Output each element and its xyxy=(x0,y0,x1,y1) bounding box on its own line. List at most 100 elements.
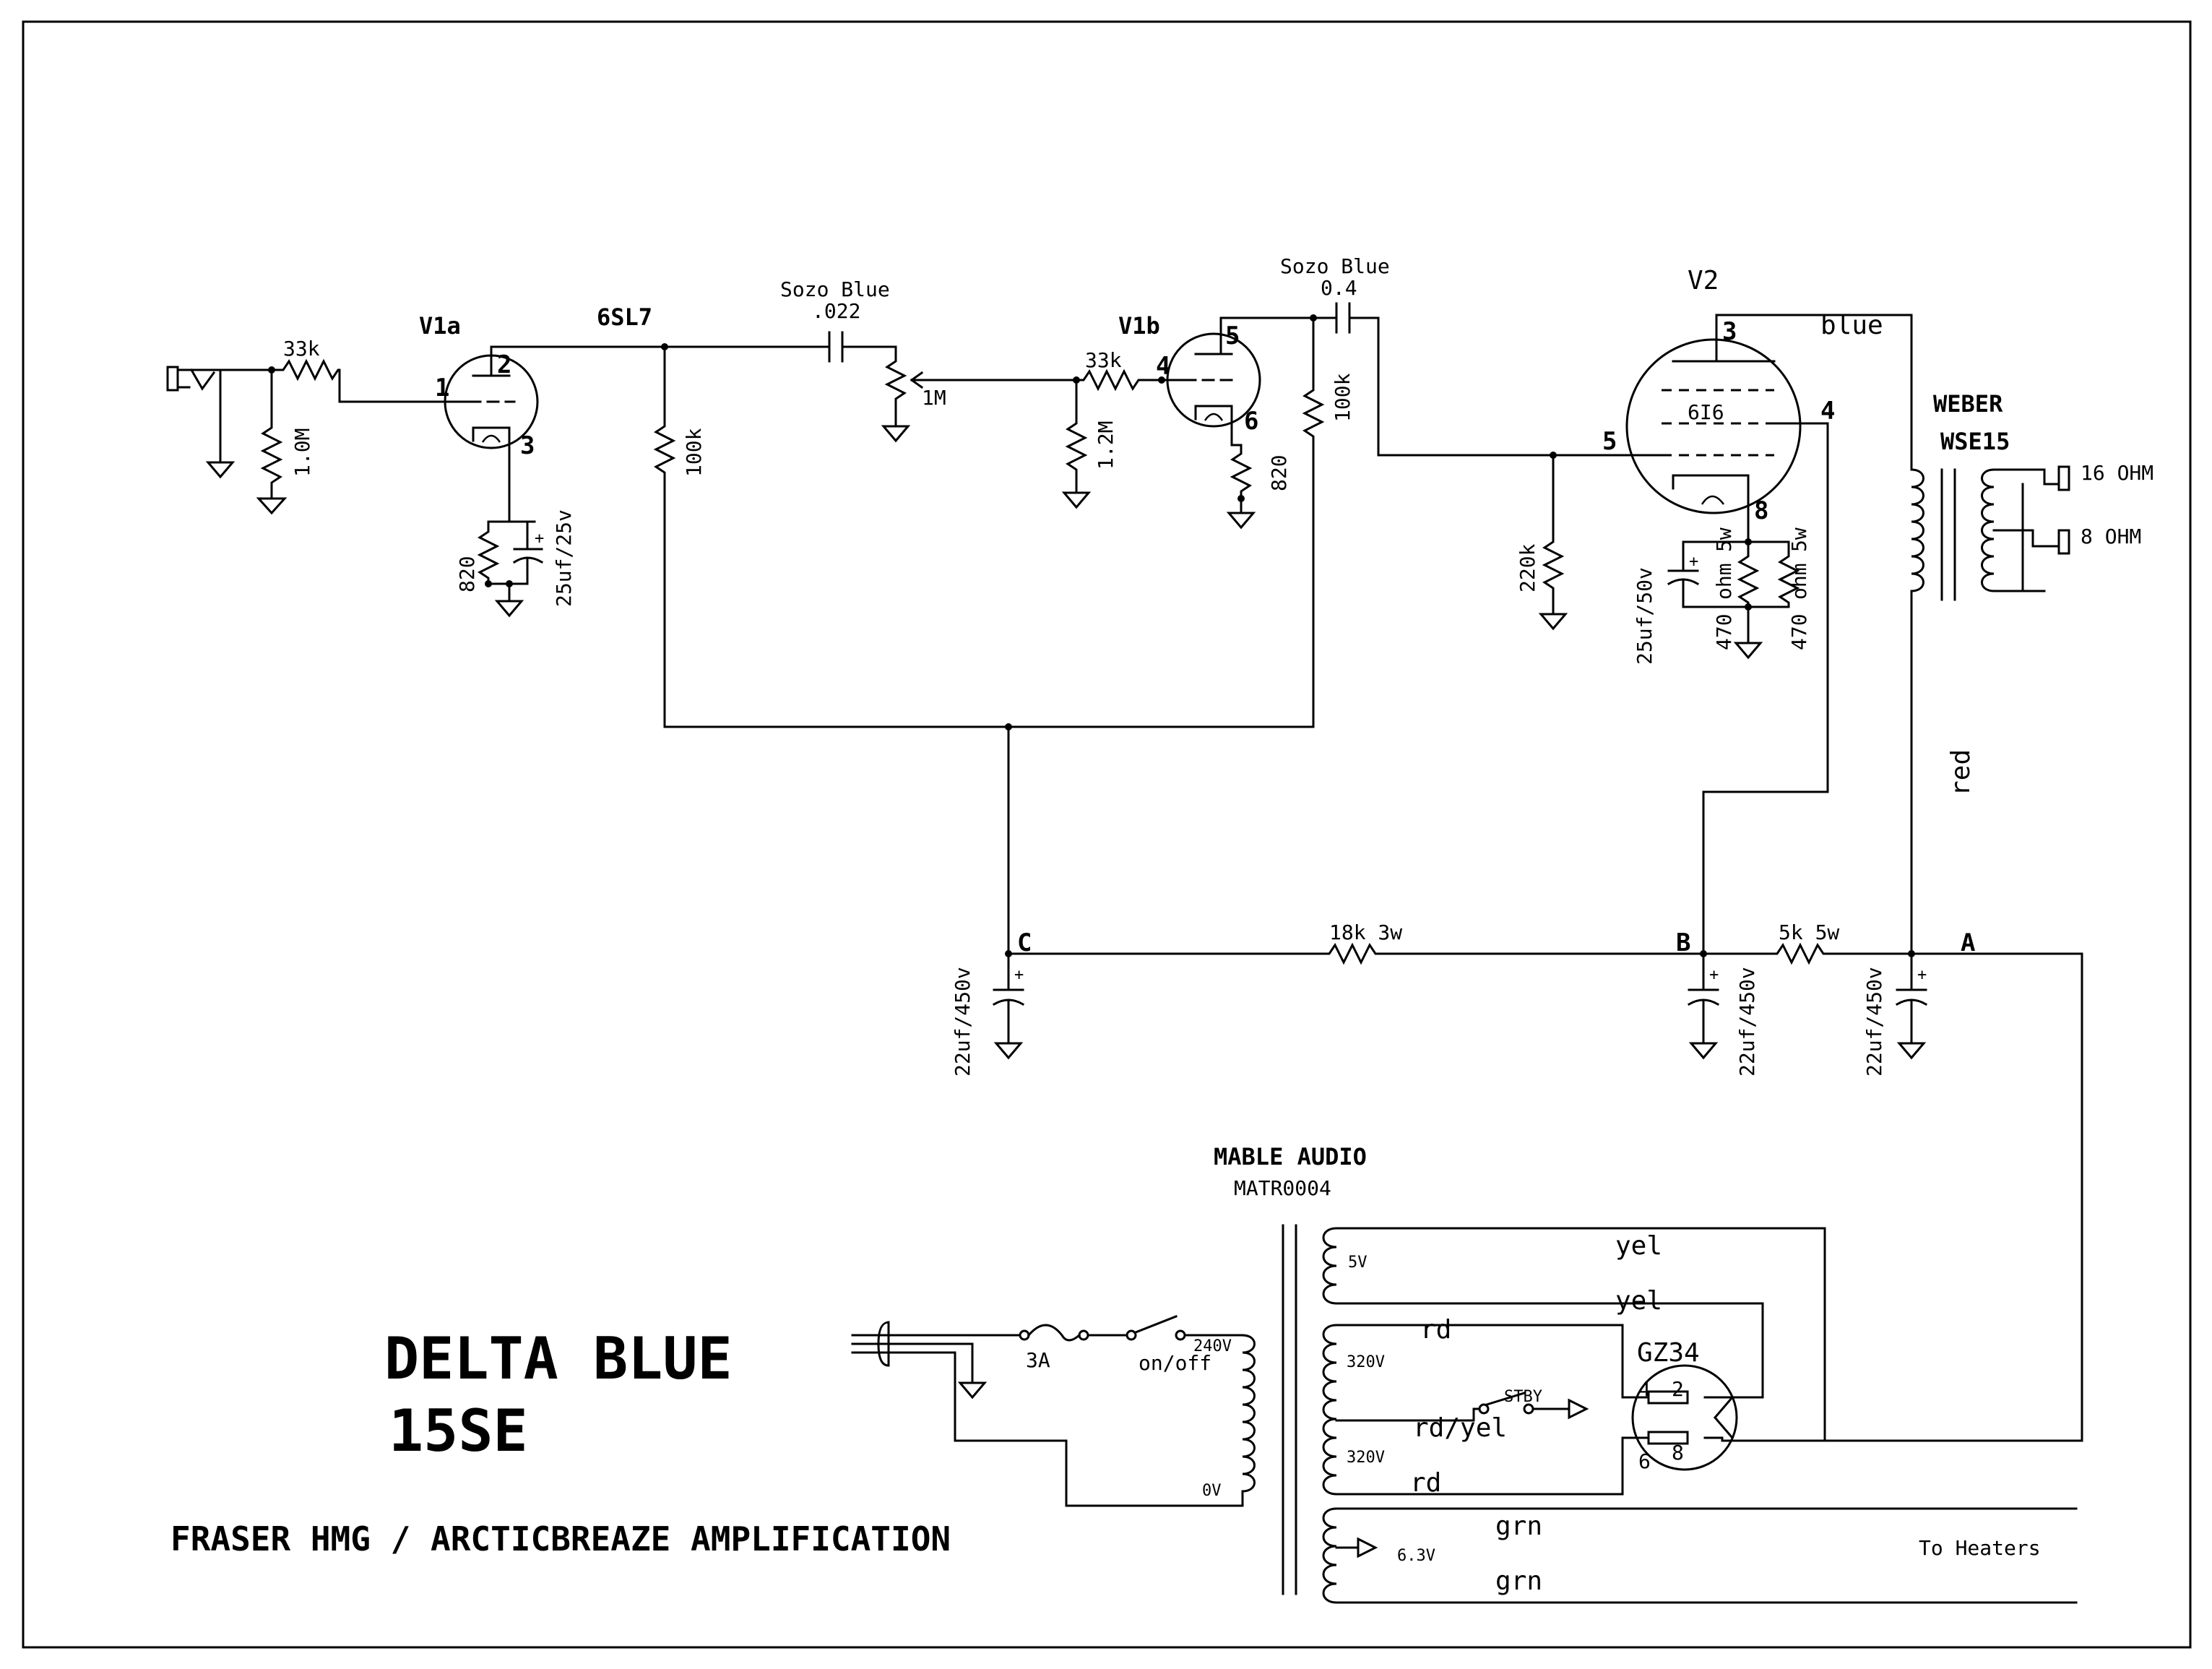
r-v2-a-watt: 5w xyxy=(1712,527,1736,552)
r-v2-a-value: 470 xyxy=(1712,613,1736,650)
switch-label: on/off xyxy=(1139,1351,1211,1375)
c1-brand-label: Sozo Blue xyxy=(780,277,890,301)
r-v1a-plate-label: 100k xyxy=(682,428,706,477)
resistor-v1b-plate-100k: 100k xyxy=(1302,316,1355,728)
v1a-label: V1a xyxy=(419,312,461,340)
ot-tap-16: 16 OHM xyxy=(2081,461,2153,485)
r-v1b-leak-label: 1.2M xyxy=(1094,421,1118,470)
capacitor-coupling-0-4: Sozo Blue 0.4 xyxy=(1280,254,1555,457)
v1b-pin6: 6 xyxy=(1244,407,1258,436)
node-a: A xyxy=(1961,928,1975,957)
power-switch: on/off xyxy=(1086,1315,1244,1375)
c1-value-label: .022 xyxy=(812,299,860,323)
v2-pin8: 8 xyxy=(1754,496,1768,525)
v2-pin5: 5 xyxy=(1602,427,1617,456)
pt-320b-label: 320V xyxy=(1347,1449,1385,1467)
v1b-pin4: 4 xyxy=(1156,352,1170,381)
pt-320a-label: 320V xyxy=(1347,1353,1385,1371)
resistor-18k: 18k 3w xyxy=(1321,920,1705,965)
svg-text:+: + xyxy=(535,530,544,548)
node-c: C xyxy=(1017,928,1032,957)
resistor-5k: 5k 5w xyxy=(1702,920,2083,1442)
r-v2-b-watt: 5w xyxy=(1787,527,1811,552)
ac-plug xyxy=(851,1321,1244,1507)
resistor-grid-leak-1m: 1.0M xyxy=(256,368,314,515)
resistor-v1a-plate-100k: 100k xyxy=(653,345,706,728)
ot-tap-8: 8 OHM xyxy=(2081,525,2141,548)
v1a-cathode-network: + 820 25uf/25v xyxy=(455,447,576,618)
c-v1a-cathode-label: 25uf/25v xyxy=(552,509,576,607)
v2-pin4: 4 xyxy=(1820,397,1835,426)
resistor-v1b-grid-33k: 33k xyxy=(1075,348,1163,392)
svg-text:+: + xyxy=(1709,966,1719,984)
filter-cap-b: + 22uf/450v xyxy=(1687,952,1759,1077)
output-transformer: WEBER WSE15 16 OHM 8 OHM red xyxy=(1910,390,2153,955)
gz-pin4: 4 xyxy=(1638,1377,1651,1401)
v2-pin3: 3 xyxy=(1722,317,1737,346)
potentiometer-1m: 1M xyxy=(881,345,1078,443)
pot-label: 1M xyxy=(922,386,946,410)
gz-pin8: 8 xyxy=(1672,1441,1684,1465)
resistor-v2-grid-220k: 220k xyxy=(1516,454,1568,631)
wire-grn-1: grn xyxy=(1495,1511,1542,1541)
v1a-pin1: 1 xyxy=(435,374,449,402)
gz-pin2: 2 xyxy=(1672,1377,1684,1401)
fuse-label: 3A xyxy=(1026,1348,1050,1372)
tube-v2: V2 6I6 3 4 5 8 xyxy=(1552,266,1835,793)
v2-cathode-network: + 25uf/50v 470 ohm 5w 470 ohm 5w xyxy=(1633,512,1811,665)
title-line2: 15SE xyxy=(389,1397,528,1465)
v1-type-label: 6SL7 xyxy=(597,303,652,331)
v1b-pin5: 5 xyxy=(1225,322,1240,350)
wire-yel-2: yel xyxy=(1615,1286,1662,1316)
c-filter-b-label: 22uf/450v xyxy=(1735,967,1759,1077)
wire-yel-1: yel xyxy=(1615,1231,1662,1261)
r-v2-b-ohm: ohm xyxy=(1787,563,1811,600)
pt-secondary-hv: 320V 320V rd rd/yel rd STBY xyxy=(1322,1315,1650,1498)
gz-pin6: 6 xyxy=(1638,1449,1651,1473)
node-b: B xyxy=(1676,928,1690,957)
r-v1b-cathode-label: 820 xyxy=(1267,454,1291,491)
ot-model: WSE15 xyxy=(1940,428,2010,455)
pt-brand: MABLE AUDIO xyxy=(1214,1143,1367,1170)
capacitor-coupling-022: Sozo Blue .022 xyxy=(663,277,897,363)
ot-wire-blue: blue xyxy=(1820,311,1883,340)
wire-rdyel: rd/yel xyxy=(1413,1413,1507,1443)
rectifier-gz34: GZ34 4 2 6 8 xyxy=(1631,1338,2083,1473)
pt-5v-label: 5V xyxy=(1348,1254,1368,1272)
pt-model: MATR0004 xyxy=(1234,1176,1331,1200)
filter-cap-c: + 22uf/450v xyxy=(951,952,1025,1077)
tube-v1b: V1b 4 5 6 xyxy=(1118,312,1261,436)
c-v2-cathode-label: 25uf/50v xyxy=(1633,567,1656,665)
wire-grn-2: grn xyxy=(1495,1566,1542,1596)
gz34-label: GZ34 xyxy=(1637,1338,1700,1368)
c-filter-c-label: 22uf/450v xyxy=(951,967,975,1077)
pt-primary: 240V 0V xyxy=(1193,1334,1256,1507)
v1b-label: V1b xyxy=(1118,312,1160,340)
wire-rd-1: rd xyxy=(1420,1315,1451,1345)
stby-label: STBY xyxy=(1504,1388,1542,1406)
svg-text:+: + xyxy=(1014,966,1024,984)
ot-brand: WEBER xyxy=(1933,390,2003,418)
pt-secondary-5v: 5V yel yel xyxy=(1322,1227,1826,1442)
r-v2-a-ohm: ohm xyxy=(1712,563,1736,600)
heaters-label: To Heaters xyxy=(1919,1536,2041,1560)
v1a-pin2: 2 xyxy=(497,350,511,379)
sheet-border xyxy=(22,20,2192,1649)
filter-cap-a: + 22uf/450v xyxy=(1862,952,1928,1077)
c2-value-label: 0.4 xyxy=(1321,276,1357,300)
input-jack xyxy=(166,366,275,479)
fuse-3a: 3A xyxy=(1019,1324,1089,1372)
v1a-pin3: 3 xyxy=(520,431,535,460)
r-v1a-cathode-label: 820 xyxy=(455,556,479,592)
r-v2-grid-label: 220k xyxy=(1516,543,1539,592)
pt-secondary-heater: 6.3V grn grn To Heaters xyxy=(1322,1507,2078,1604)
pt-0-label: 0V xyxy=(1202,1482,1222,1500)
c2-brand-label: Sozo Blue xyxy=(1280,254,1390,278)
r-drop-ba-label: 5k 5w xyxy=(1779,920,1839,944)
r-drop-cb-label: 18k 3w xyxy=(1329,920,1402,944)
svg-text:+: + xyxy=(1917,966,1927,984)
v2-label: V2 xyxy=(1688,266,1719,296)
pt-240-label: 240V xyxy=(1193,1337,1232,1355)
svg-text:+: + xyxy=(1689,553,1698,571)
